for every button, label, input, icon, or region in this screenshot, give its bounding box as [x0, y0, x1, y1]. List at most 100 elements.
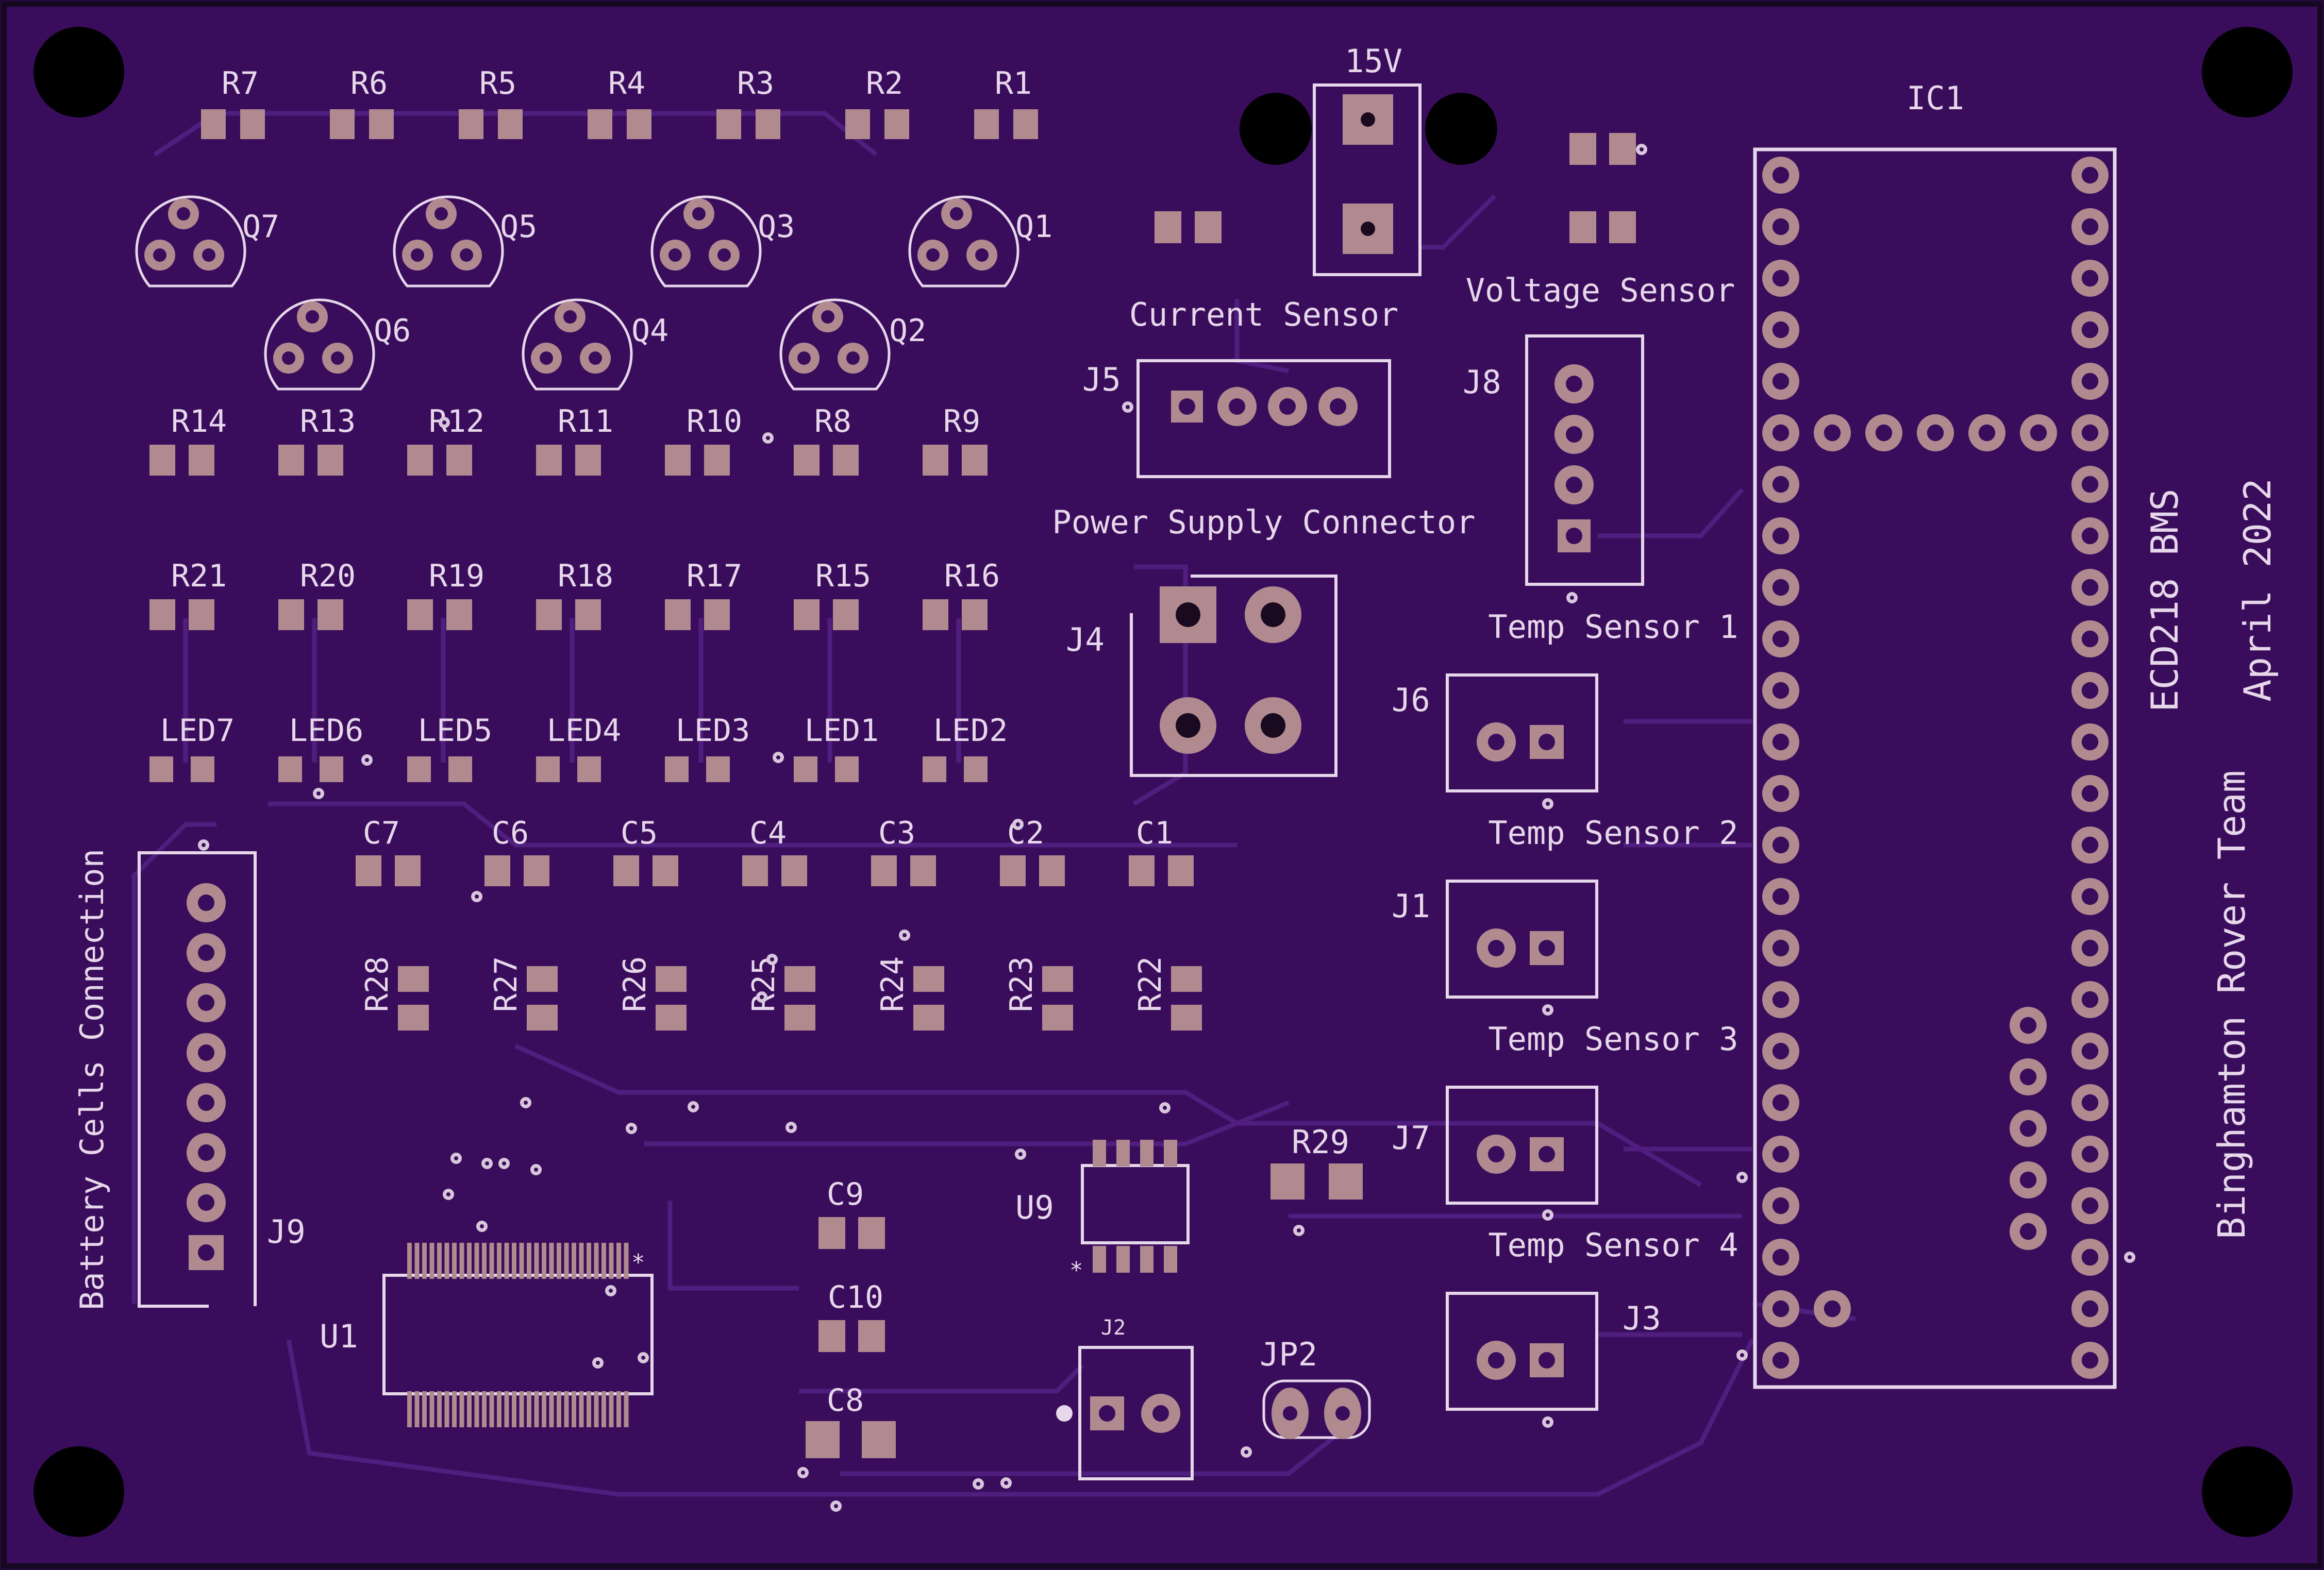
resistor-label: R11	[558, 403, 613, 440]
capacitor-label: C9	[827, 1176, 864, 1212]
voltage-sensor-connector: Voltage Sensor J8	[1463, 272, 1735, 586]
pad	[572, 1243, 576, 1279]
capacitor-label: C5	[621, 815, 658, 851]
pad	[587, 1391, 591, 1427]
pin	[2010, 1058, 2047, 1095]
pin	[2071, 1033, 2109, 1070]
temp-sensor-label: Temp Sensor 3	[1488, 1020, 1738, 1058]
transistors-row-1: Q7 Q5 Q3 Q1	[135, 195, 1052, 288]
resistor-r28: R28	[359, 956, 429, 1031]
capacitor-label: C3	[878, 815, 915, 851]
resistor-label: R22	[1132, 956, 1168, 1012]
resistor-label: R16	[944, 558, 1000, 594]
pin	[1762, 1084, 1799, 1121]
via	[605, 1285, 616, 1296]
led-label: LED5	[418, 713, 493, 749]
resistor-label: R7	[222, 65, 259, 102]
resistor-label: R18	[558, 558, 613, 594]
pad	[498, 109, 523, 139]
pad	[564, 1391, 569, 1427]
pad	[512, 1243, 516, 1279]
pin	[2071, 826, 2109, 864]
temp-sensor-1: Temp Sensor 1 J6	[1392, 608, 1738, 792]
pin	[2010, 1110, 2047, 1147]
pin	[1917, 414, 1954, 451]
j4-label: J4	[1066, 621, 1105, 659]
pad	[588, 109, 612, 139]
temp-sensor-label: Temp Sensor 1	[1488, 608, 1738, 646]
pin	[2071, 157, 2109, 194]
resistor-r16: R16	[923, 558, 1000, 630]
pad	[414, 1243, 420, 1279]
pin	[1762, 569, 1799, 606]
u1-label: U1	[320, 1318, 358, 1355]
pin	[2010, 1213, 2047, 1250]
resistor-label: R23	[1004, 956, 1040, 1012]
capacitor-label: C7	[363, 815, 400, 851]
pin	[187, 1083, 226, 1122]
via	[592, 1357, 604, 1369]
mounting-hole-top-left	[34, 27, 124, 117]
temp-sensor-4: Temp Sensor 4 J3	[1446, 1226, 1738, 1411]
transistor-label: Q7	[242, 209, 279, 245]
j9-pins	[187, 883, 226, 1270]
transistor-label: Q4	[631, 313, 668, 349]
pin	[1814, 1290, 1851, 1327]
temp-sensor-label: Temp Sensor 2	[1488, 814, 1738, 852]
voltage-sensor-label: Voltage Sensor	[1466, 272, 1735, 309]
capacitor-label: C10	[828, 1279, 883, 1315]
resistor-label: R27	[488, 956, 524, 1012]
resistor-r29: R29	[1270, 1123, 1363, 1200]
resistor-r15: R15	[794, 558, 871, 630]
via	[830, 1500, 842, 1512]
j7-label: J7	[1392, 1119, 1430, 1157]
resistor-label: R17	[687, 558, 742, 594]
pad	[542, 1391, 546, 1427]
pin	[2071, 260, 2109, 297]
transistor-q5: Q5	[393, 195, 537, 288]
via	[1566, 592, 1578, 603]
copper-traces	[131, 111, 1856, 1497]
pin	[1762, 981, 1799, 1018]
pin	[1762, 930, 1799, 967]
via	[626, 1123, 637, 1134]
resistor-label: R28	[359, 956, 395, 1012]
pad	[564, 1243, 569, 1279]
pin	[187, 1033, 226, 1072]
pad	[974, 109, 999, 139]
via	[198, 839, 209, 851]
pin	[1762, 826, 1799, 864]
capacitor-c8: C8	[806, 1382, 896, 1458]
pad	[437, 1391, 442, 1427]
resistor-r20: R20	[278, 558, 356, 630]
via	[1736, 1172, 1748, 1183]
battery-label: Battery Cells Connection	[73, 849, 111, 1310]
led-6: LED6	[278, 713, 363, 782]
pad	[609, 1391, 614, 1427]
pad	[504, 1243, 509, 1279]
transistor-q1: Q1	[908, 195, 1052, 288]
j2-connector: J2	[1056, 1316, 1194, 1480]
temp-sensor-label: Temp Sensor 4	[1488, 1226, 1738, 1264]
pad	[616, 1243, 621, 1279]
resistor-label: R13	[300, 403, 356, 440]
via	[1015, 1149, 1026, 1160]
power-supply-label: Power Supply Connector	[1052, 503, 1475, 541]
via	[1636, 144, 1647, 155]
via	[1542, 1004, 1553, 1016]
pin	[1762, 723, 1799, 761]
team-name: Binghamton Rover Team	[2210, 770, 2253, 1239]
via	[1542, 1416, 1553, 1428]
pin	[2071, 1084, 2109, 1121]
via	[1736, 1349, 1748, 1361]
via	[1122, 401, 1133, 413]
pad	[594, 1243, 599, 1279]
pad	[497, 1391, 501, 1427]
pad	[437, 1243, 442, 1279]
resistor-label: R20	[300, 558, 356, 594]
pin	[2071, 311, 2109, 348]
pin	[2071, 1187, 2109, 1224]
pin	[2071, 775, 2109, 812]
via	[498, 1158, 510, 1169]
resistor-label: R2	[866, 65, 903, 102]
